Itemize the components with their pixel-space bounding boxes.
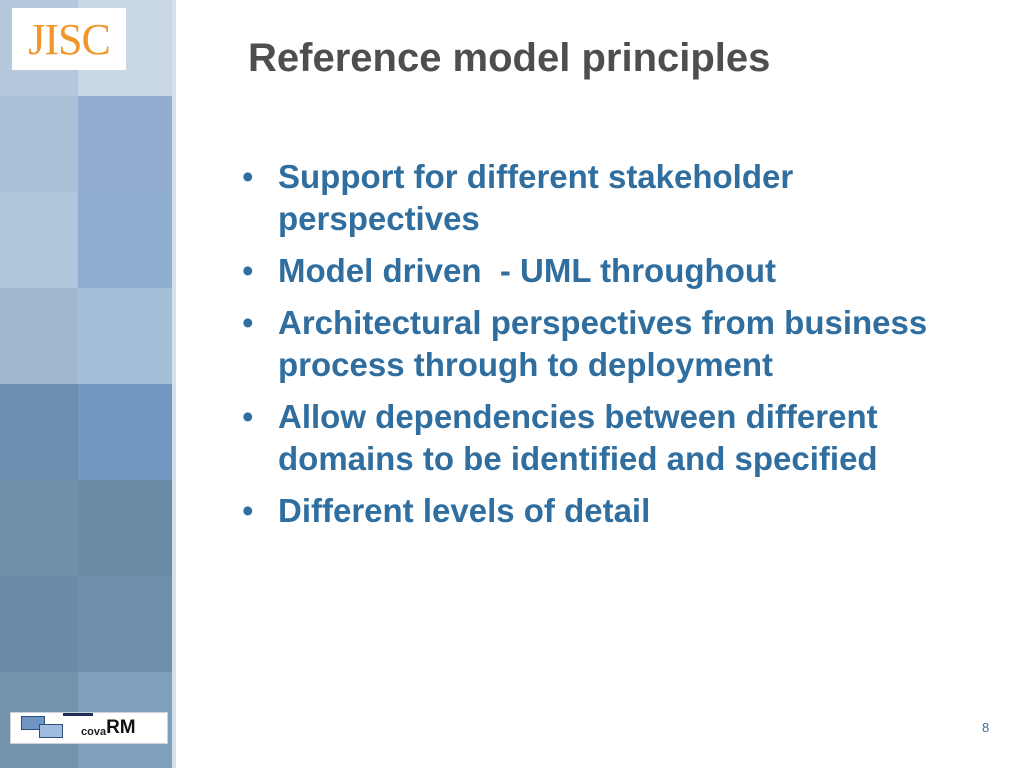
bullet-icon: •	[242, 252, 254, 289]
bullet-text: Architectural perspectives from business…	[278, 304, 928, 383]
covarm-logo-suffix: RM	[106, 717, 136, 738]
jisc-logo: JISC	[12, 8, 126, 70]
mosaic-tile	[0, 288, 78, 384]
mosaic-tile	[78, 192, 176, 288]
bullet-icon: •	[242, 398, 254, 435]
bullet-icon: •	[242, 158, 254, 195]
slide-title: Reference model principles	[248, 36, 771, 80]
mosaic-tile	[0, 96, 78, 192]
bullet-icon: •	[242, 492, 254, 529]
covarm-logo: cova RM	[10, 712, 168, 744]
mosaic-tile	[78, 288, 176, 384]
mosaic-tile	[0, 576, 78, 672]
bullet-text: Support for different stakeholder perspe…	[278, 158, 794, 237]
bullet-item: • Allow dependencies between different d…	[240, 396, 930, 480]
bullet-text: Different levels of detail	[278, 492, 651, 529]
bullet-text: Model driven - UML throughout	[278, 252, 776, 289]
mosaic-tile	[78, 384, 176, 480]
covarm-logo-graphic	[11, 713, 93, 743]
bullet-item: • Support for different stakeholder pers…	[240, 156, 930, 240]
bullet-list: • Support for different stakeholder pers…	[240, 156, 930, 542]
bullet-text: Allow dependencies between different dom…	[278, 398, 878, 477]
bullet-item: • Model driven - UML throughout	[240, 250, 930, 292]
bullet-item: • Architectural perspectives from busine…	[240, 302, 930, 386]
mosaic-tile	[0, 480, 78, 576]
sidebar-edge	[172, 0, 176, 768]
jisc-logo-text: JISC	[28, 14, 111, 64]
covarm-logo-prefix: cova	[81, 726, 107, 738]
mosaic-tile	[0, 192, 78, 288]
mosaic-tile	[78, 576, 176, 672]
mosaic-tile	[78, 96, 176, 192]
mosaic-tile	[78, 480, 176, 576]
page-number: 8	[982, 720, 990, 735]
bullet-icon: •	[242, 304, 254, 341]
bullet-item: • Different levels of detail	[240, 490, 930, 532]
mosaic-tile	[0, 384, 78, 480]
sidebar-mosaic	[0, 0, 176, 768]
